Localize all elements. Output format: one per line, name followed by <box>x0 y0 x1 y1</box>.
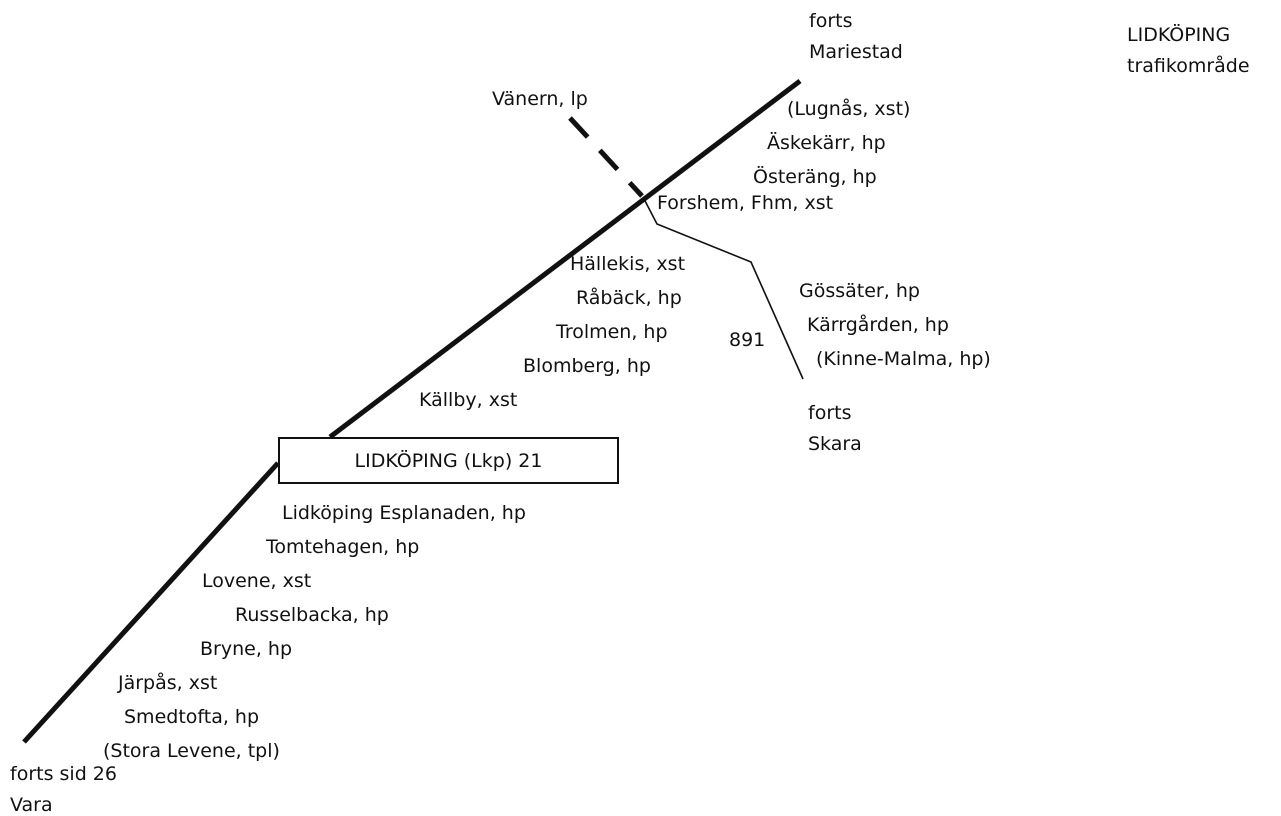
station-kallby: Källby, xst <box>419 389 518 411</box>
skara-destination: Skara <box>808 433 862 455</box>
station-tomtehagen: Tomtehagen, hp <box>266 536 420 558</box>
station-raback: Råbäck, hp <box>576 287 682 309</box>
station-trolmen: Trolmen, hp <box>556 321 668 343</box>
middle-station-list: Hällekis, xst Råbäck, hp Trolmen, hp Blo… <box>419 247 685 417</box>
vanern-label: Vänern, lp <box>492 88 588 110</box>
vara-destination: Vara <box>10 794 53 816</box>
region-subtitle: trafikområde <box>1127 55 1250 77</box>
station-stora-levene: (Stora Levene, tpl) <box>103 740 280 762</box>
vanern-dashed-line <box>568 116 644 198</box>
main-line-upper <box>328 79 802 439</box>
main-line-lower <box>22 461 280 744</box>
main-station-label: LIDKÖPING (Lkp) 21 <box>354 449 543 472</box>
region-title: LIDKÖPING <box>1127 24 1231 46</box>
station-esplanaden: Lidköping Esplanaden, hp <box>282 502 526 524</box>
mariestad-destination: Mariestad <box>809 41 903 63</box>
lower-station-list: Lidköping Esplanaden, hp Tomtehagen, hp … <box>103 496 526 768</box>
skara-continues: forts <box>808 402 852 424</box>
station-smedtofta: Smedtofta, hp <box>124 706 260 728</box>
station-kinne-malma: (Kinne-Malma, hp) <box>816 348 991 370</box>
station-forshem-junction: Forshem, Fhm, xst <box>657 192 834 214</box>
vara-continues: forts sid 26 <box>10 763 117 785</box>
station-russelbacka: Russelbacka, hp <box>235 604 389 626</box>
main-station-box: LIDKÖPING (Lkp) 21 <box>278 437 619 484</box>
station-blomberg: Blomberg, hp <box>523 355 651 377</box>
station-osterang: Österäng, hp <box>753 166 877 188</box>
station-bryne: Bryne, hp <box>200 638 293 660</box>
station-lovene: Lovene, xst <box>202 570 312 592</box>
line-number-891: 891 <box>729 329 766 351</box>
station-karrgarden: Kärrgården, hp <box>807 314 949 336</box>
station-hallekis: Hällekis, xst <box>570 253 686 275</box>
branch-line-891 <box>642 196 804 380</box>
mariestad-continues: forts <box>809 10 853 32</box>
upper-station-list: (Lugnås, xst) Äskekärr, hp Österäng, hp <box>753 92 910 194</box>
station-gossater: Gössäter, hp <box>799 280 920 302</box>
station-askekarr: Äskekärr, hp <box>767 132 886 154</box>
branch-station-list: Gössäter, hp Kärrgården, hp (Kinne-Malma… <box>799 274 991 376</box>
station-lugnas: (Lugnås, xst) <box>787 98 911 120</box>
station-jarpas: Järpås, xst <box>118 672 218 694</box>
